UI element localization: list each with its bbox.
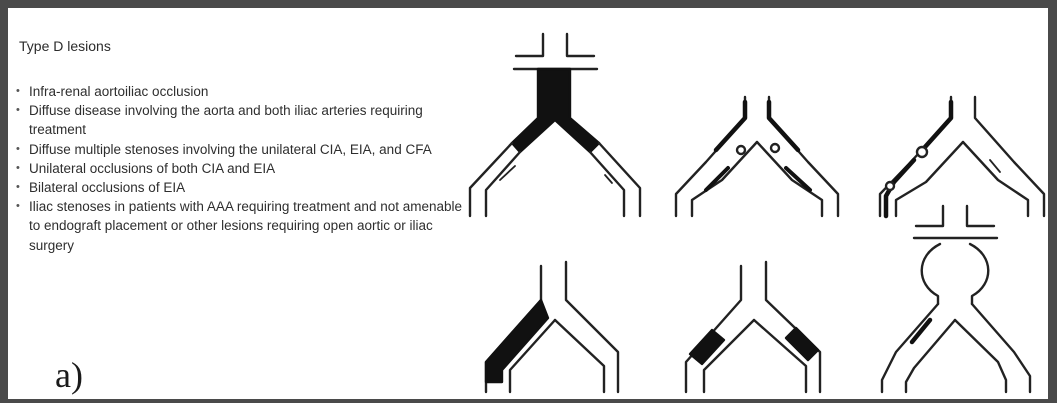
- diagram-aaa-iliac-stenoses: [882, 206, 1030, 392]
- diagram-unilateral-multiple-stenoses: [880, 97, 1044, 216]
- diagram-unilateral-cia-eia-occlusion: [486, 262, 618, 392]
- diagram-diffuse-aorta-iliacs: [676, 97, 838, 216]
- diagram-infrarenal-occlusion: [470, 34, 640, 216]
- diagram-bilateral-eia-occlusion: [686, 262, 820, 392]
